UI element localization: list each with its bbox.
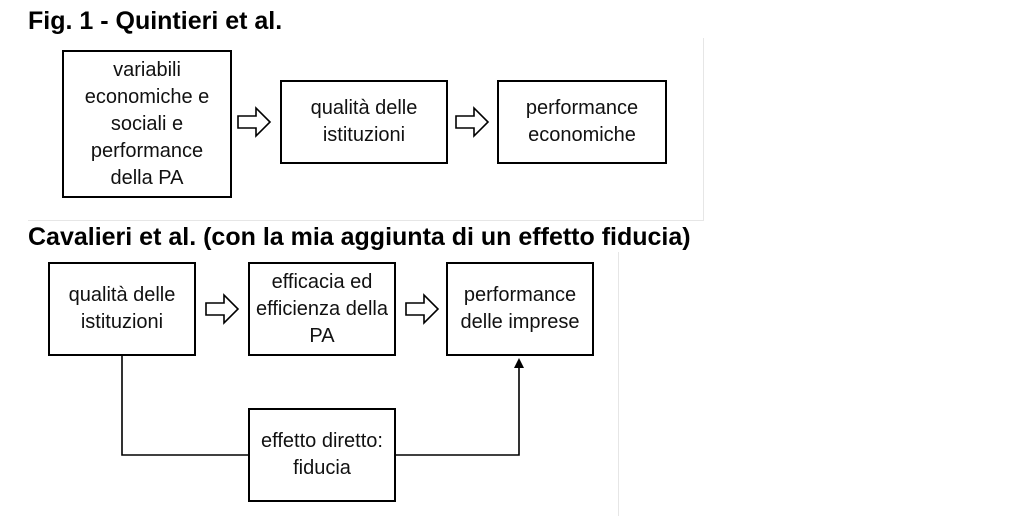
fig2-box-pa-efficiency: efficacia ed efficienza della PA [248, 262, 396, 356]
figure1-heading: Fig. 1 - Quintieri et al. [28, 7, 283, 35]
fig2-box-institution-quality: qualità delle istituzioni [48, 262, 196, 356]
figure2-heading: Cavalieri et al. (con la mia aggiunta di… [28, 223, 691, 251]
fig1-box-economic-social-variables: variabili economiche e sociali e perform… [62, 50, 232, 198]
fig1-box-economic-performance: performance economiche [497, 80, 667, 164]
fig2-box-trust-effect: effetto diretto: fiducia [248, 408, 396, 502]
fig2-box-firm-performance: performance delle imprese [446, 262, 594, 356]
fig1-box-institution-quality: qualità delle istituzioni [280, 80, 448, 164]
